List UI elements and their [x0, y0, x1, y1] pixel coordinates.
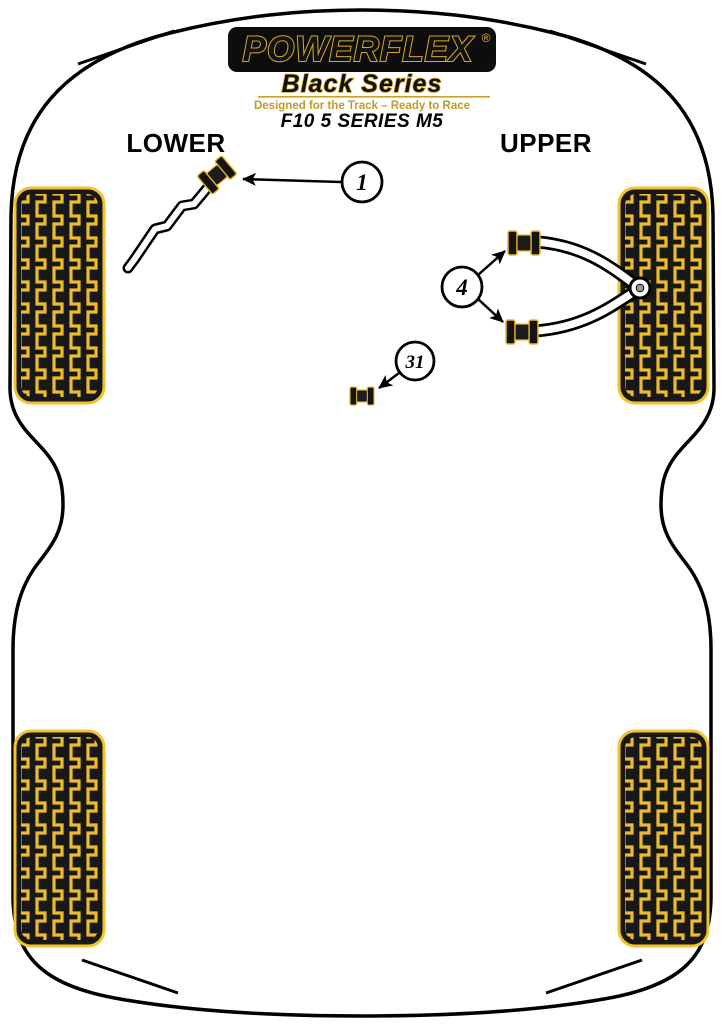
tagline-text: Designed for the Track – Ready to Race — [254, 100, 470, 112]
callout-1-number: 1 — [356, 170, 368, 195]
tire-rear-left — [13, 729, 106, 948]
gold-divider — [258, 96, 490, 98]
center-bushing — [349, 386, 375, 406]
upper-arm-rear-bushing — [505, 319, 539, 345]
powerflex-logo: POWERFLEX ® Black Series Designed for th… — [228, 27, 496, 132]
registered-mark: ® — [482, 31, 491, 45]
callout-4-number: 4 — [455, 275, 468, 300]
callout-31-number: 31 — [405, 352, 425, 373]
upper-arm-front-bushing — [507, 230, 541, 256]
brand-text: POWERFLEX — [243, 30, 475, 69]
series-text: Black Series — [282, 70, 443, 98]
callout-1[interactable]: 1 — [242, 160, 384, 204]
callout-1-circle[interactable] — [340, 160, 384, 204]
upper-control-arm — [529, 235, 652, 338]
logo-banner — [228, 27, 496, 72]
callout-4-arrow-upper — [477, 250, 506, 276]
callout-31-arrow — [378, 372, 400, 389]
trunk-cut-line-right — [545, 958, 643, 995]
hood-cut-line-left — [77, 29, 175, 66]
tire-front-left — [13, 186, 106, 405]
label-upper: UPPER — [500, 128, 592, 158]
tire-rear-right — [617, 729, 710, 948]
model-text: F10 5 SERIES M5 — [281, 111, 444, 132]
callout-31-circle[interactable] — [394, 340, 436, 382]
callout-4[interactable]: 4 — [440, 250, 506, 323]
trunk-cut-line-left — [81, 958, 179, 995]
car-chassis-outline — [8, 8, 716, 1018]
label-lower: LOWER — [126, 128, 225, 158]
hood-cut-line-right — [549, 29, 647, 66]
lower-tie-bar-link — [122, 180, 215, 274]
callout-4-circle[interactable] — [440, 265, 484, 309]
callout-1-arrow — [242, 172, 342, 186]
callout-31[interactable]: 31 — [378, 340, 436, 389]
callout-4-arrow-lower — [477, 298, 504, 323]
